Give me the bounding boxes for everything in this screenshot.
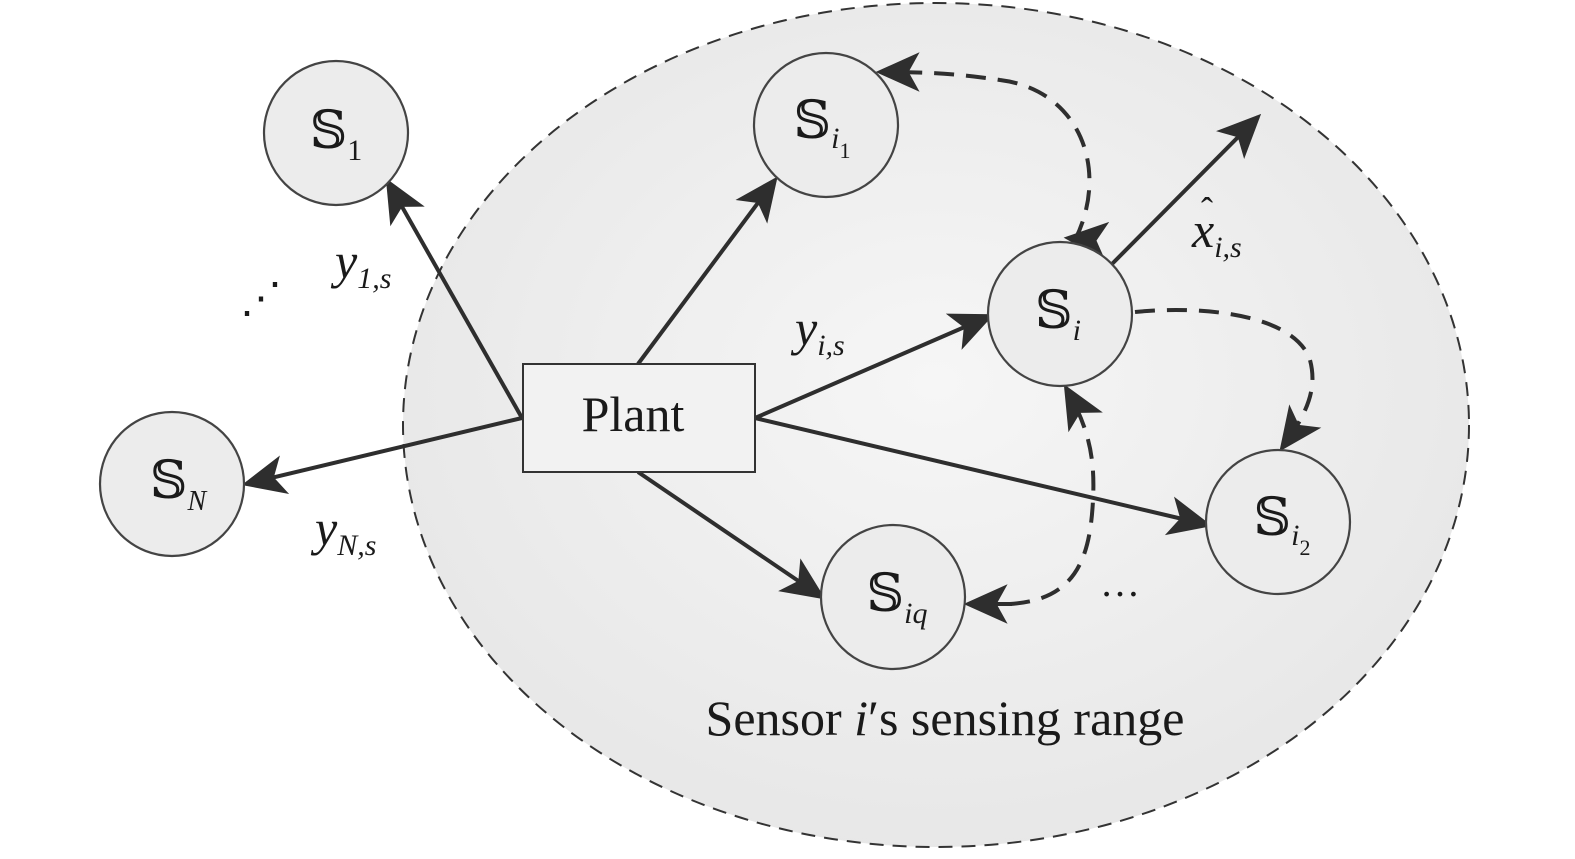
sensor-node-s1: 𝕊1 xyxy=(262,59,410,207)
sensor-node-si: 𝕊i xyxy=(986,240,1134,388)
plant-block: Plant xyxy=(522,363,756,473)
sensor-symbol: 𝕊i1 xyxy=(794,93,851,163)
sensor-node-sN: 𝕊N xyxy=(98,410,246,558)
sensor-node-si2: 𝕊i2 xyxy=(1204,448,1352,596)
edge-si-to-xhat xyxy=(1110,113,1262,266)
edge-plant-to-s1 xyxy=(385,178,524,419)
edge-plant-to-si1 xyxy=(636,176,778,366)
plant-label: Plant xyxy=(582,386,685,442)
dashed-edge-si-si2 xyxy=(1134,307,1322,452)
edge-plant-to-si2 xyxy=(754,416,1213,536)
dashed-edge-siq-si xyxy=(1009,384,1103,606)
sensor-node-siq: 𝕊iq xyxy=(819,523,967,671)
sensing-range-ellipse xyxy=(402,2,1470,848)
sensor-symbol: 𝕊i2 xyxy=(1254,490,1311,560)
edge-plant-to-sN xyxy=(241,416,523,495)
sensor-symbol: 𝕊N xyxy=(150,453,208,517)
edge-plant-to-si xyxy=(754,313,995,420)
edge-plant-to-siq xyxy=(636,470,826,600)
ellipsis-left: ⋰ xyxy=(240,276,282,322)
sensor-symbol: 𝕊iq xyxy=(867,566,928,630)
xhat-hat: ˆ xyxy=(1201,190,1213,230)
ellipsis-right: … xyxy=(1100,560,1140,605)
sensing-range-label: Sensor i′s sensing range xyxy=(706,690,1185,746)
edge-label-yNs: yN,s xyxy=(310,500,376,562)
xhat-main: xi,s xyxy=(1191,202,1242,264)
edge-label-yis: yi,s xyxy=(790,300,845,362)
edge-label-y1s: y1,s xyxy=(330,233,391,295)
sensor-symbol: 𝕊i xyxy=(1035,283,1081,347)
edge-label-xhat: ˆ xi,s xyxy=(1191,190,1242,264)
dashed-edge-arrow-into-si xyxy=(1063,221,1110,262)
sensor-symbol: 𝕊1 xyxy=(310,103,363,167)
sensor-node-si1: 𝕊i1 xyxy=(752,51,900,199)
